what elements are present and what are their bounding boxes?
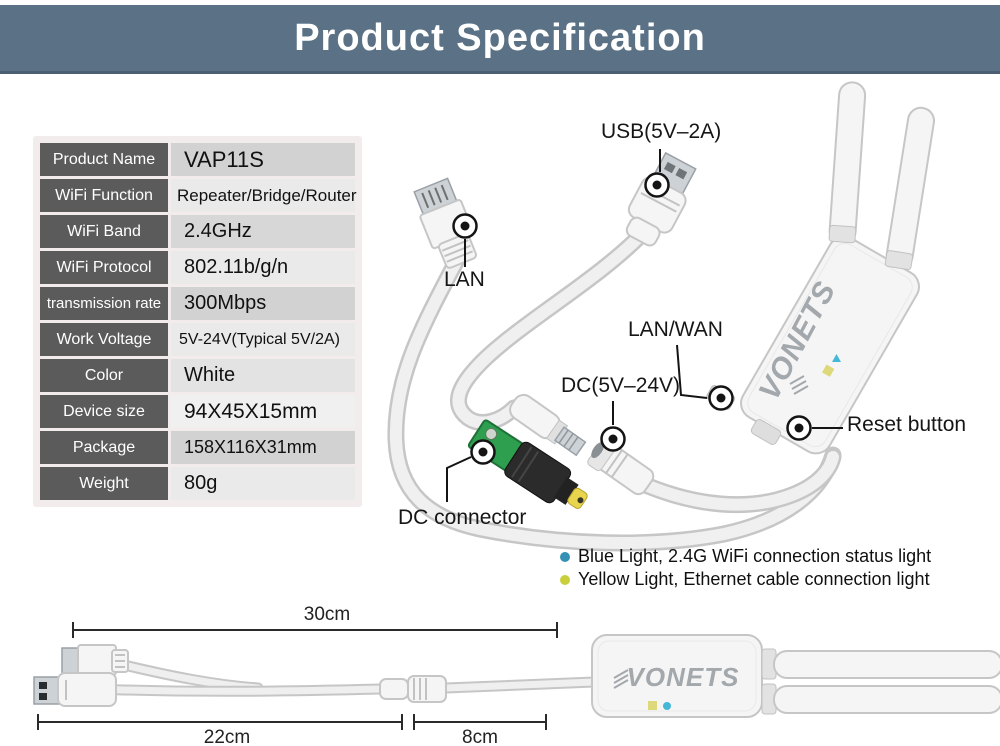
dimension-dc-section-label: 8cm: [462, 727, 498, 746]
dc-plug: [509, 393, 587, 457]
bottom-dc-pair: [379, 675, 447, 703]
bottom-usb: [33, 672, 117, 707]
spec-label: WiFi Function: [40, 179, 168, 212]
page-title: Product Specification: [294, 16, 706, 59]
callout-lines: [446, 149, 843, 502]
dc-connector-marker: [470, 439, 496, 465]
spec-label: Color: [40, 359, 168, 392]
lan-marker: [452, 213, 478, 239]
bottom-cables: [89, 658, 600, 697]
spec-label: WiFi Band: [40, 215, 168, 248]
spec-label: Work Voltage: [40, 323, 168, 356]
spec-value: VAP11S: [171, 143, 355, 176]
spec-row-wifi-protocol: WiFi Protocol 802.11b/g/n: [40, 251, 355, 284]
dimension-overall-label: 30cm: [303, 604, 351, 625]
spec-label: Device size: [40, 395, 168, 428]
spec-row-transmission-rate: transmission rate 300Mbps: [40, 287, 355, 320]
antenna-joint: [828, 224, 857, 244]
usb-callout-label: USB(5V–2A): [601, 120, 722, 143]
spec-value: White: [171, 359, 355, 392]
spec-table: Product Name VAP11S WiFi Function Repeat…: [33, 136, 362, 507]
header-bar: Product Specification: [0, 5, 1000, 74]
lan-wan-marker: [708, 385, 734, 411]
ethernet-led-yellow: [822, 364, 835, 377]
spec-label: Package: [40, 431, 168, 464]
lan-callout-label: LAN: [444, 268, 485, 291]
ethernet-led-yellow-bottom: [648, 701, 657, 710]
dc-callout-label: DC(5V–24V): [561, 374, 681, 397]
wifi-led-blue-bottom: [663, 702, 671, 710]
dc-jack-cable: [639, 448, 842, 514]
spec-value: 300Mbps: [171, 287, 355, 320]
spec-value: 5V-24V(Typical 5V/2A): [171, 323, 355, 356]
spec-value: 158X116X31mm: [171, 431, 355, 464]
antenna-right: [885, 106, 935, 270]
usb-connector: [625, 151, 697, 247]
led-legend: Blue Light, 2.4G WiFi connection status …: [560, 545, 931, 591]
reset-marker: [786, 415, 812, 441]
antenna-left: [828, 81, 867, 246]
spec-label: Product Name: [40, 143, 168, 176]
antenna-joint: [884, 250, 914, 271]
legend-item-yellow: Yellow Light, Ethernet cable connection …: [560, 568, 931, 591]
cable-gland: [750, 419, 782, 445]
bottom-device: VONETS: [591, 634, 1000, 718]
antenna-bottom-bottom-view: [773, 685, 1000, 714]
callout-markers: [452, 172, 812, 465]
lan-wan-callout-label: LAN/WAN: [628, 318, 723, 341]
wifi-led-blue: [832, 354, 841, 362]
brand-logo-bottom: VONETS: [627, 662, 740, 692]
spec-row-wifi-function: WiFi Function Repeater/Bridge/Router: [40, 179, 357, 212]
spec-row-product-name: Product Name VAP11S: [40, 143, 355, 176]
spec-label: Weight: [40, 467, 168, 500]
spec-value: 80g: [171, 467, 355, 500]
dc-connector-callout-label: DC connector: [398, 506, 527, 529]
bottom-rj45: [61, 644, 129, 676]
reset-callout-label: Reset button: [847, 413, 967, 436]
antenna-top-bottom-view: [773, 650, 1000, 679]
spec-value: 2.4GHz: [171, 215, 355, 248]
lan-cable: [387, 253, 842, 552]
dimension-usb-section-label: 22cm: [203, 727, 251, 746]
dc-marker: [600, 426, 626, 452]
spec-value: 802.11b/g/n: [171, 251, 355, 284]
blue-bullet-icon: [560, 551, 570, 562]
dc-terminal-adapter: [467, 419, 588, 509]
spec-value: Repeater/Bridge/Router: [171, 179, 357, 212]
spec-row-weight: Weight 80g: [40, 467, 355, 500]
legend-text: Yellow Light, Ethernet cable connection …: [578, 569, 930, 589]
spec-row-work-voltage: Work Voltage 5V-24V(Typical 5V/2A): [40, 323, 355, 356]
spec-row-color: Color White: [40, 359, 355, 392]
yellow-bullet-icon: [560, 574, 570, 585]
brand-logo-hatch: [789, 375, 809, 395]
spec-label: transmission rate: [40, 287, 168, 320]
spec-value: 94X45X15mm: [171, 395, 355, 428]
usb-marker: [644, 172, 670, 198]
spec-row-device-size: Device size 94X45X15mm: [40, 395, 355, 428]
legend-text: Blue Light, 2.4G WiFi connection status …: [578, 546, 932, 566]
brand-logo-hatch-bottom: [613, 669, 629, 689]
legend-item-blue: Blue Light, 2.4G WiFi connection status …: [560, 545, 931, 568]
spec-row-wifi-band: WiFi Band 2.4GHz: [40, 215, 355, 248]
dimension-lines: [37, 622, 558, 730]
spec-row-package: Package 158X116X31mm: [40, 431, 355, 464]
spec-label: WiFi Protocol: [40, 251, 168, 284]
